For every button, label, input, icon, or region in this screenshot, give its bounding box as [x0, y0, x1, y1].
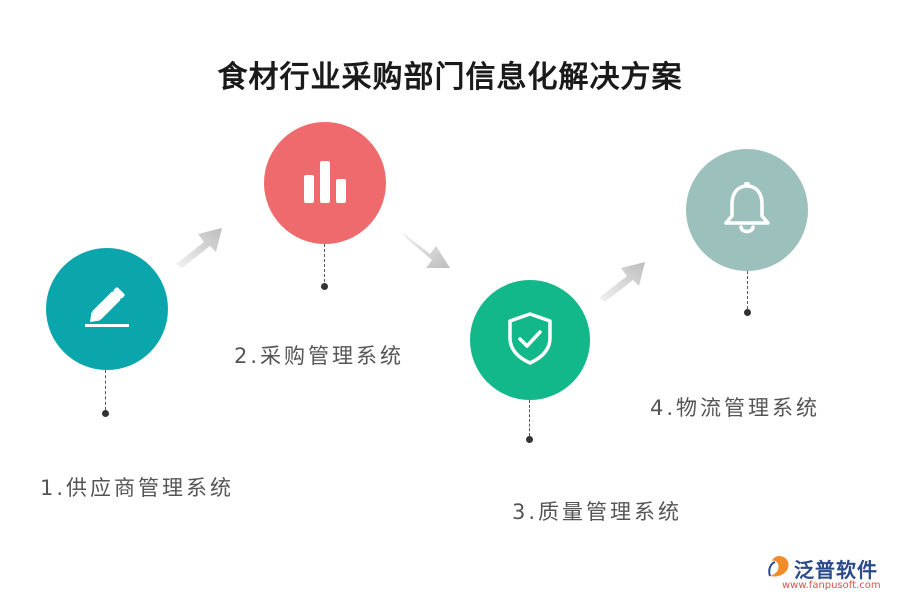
- bar-chart-icon: [295, 151, 355, 215]
- step-4-circle: [686, 149, 808, 271]
- pencil-icon: [77, 277, 137, 341]
- step-2-dot: [321, 283, 328, 290]
- step-3-stem: [529, 400, 530, 436]
- step-1-label: 1.供应商管理系统: [40, 476, 235, 500]
- step-3-dot: [526, 436, 533, 443]
- brand-logo: 泛普软件 www.fanpusoft.com: [764, 552, 894, 596]
- step-4-dot: [744, 309, 751, 316]
- logo-url: www.fanpusoft.com: [782, 580, 881, 591]
- arrow-3-icon: [599, 262, 645, 302]
- step-1-stem: [105, 370, 106, 410]
- step-4-stem: [747, 271, 748, 309]
- logo-name: 泛普软件: [794, 558, 878, 582]
- arrow-2-icon: [402, 232, 450, 268]
- page-title: 食材行业采购部门信息化解决方案: [217, 60, 683, 95]
- step-4-label: 4.物流管理系统: [650, 396, 821, 420]
- step-1-circle: [46, 248, 168, 370]
- arrow-1-icon: [176, 228, 222, 268]
- step-3-label: 3.质量管理系统: [512, 500, 683, 524]
- step-2-label: 2.采购管理系统: [234, 344, 405, 368]
- step-2-circle: [264, 122, 386, 244]
- step-3-circle: [470, 280, 590, 400]
- step-1-dot: [102, 410, 109, 417]
- shield-check-icon: [500, 308, 560, 372]
- bell-icon: [717, 178, 777, 242]
- step-2-stem: [324, 244, 325, 282]
